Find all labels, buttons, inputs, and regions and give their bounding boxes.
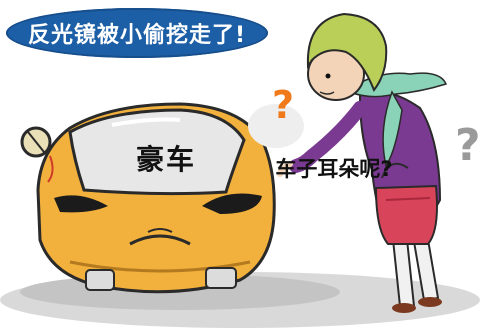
speech-text: 车子耳朵呢? <box>275 157 393 181</box>
banner-text: 反光镜被小偷挖走了! <box>27 23 247 48</box>
handbag <box>374 184 438 245</box>
hair <box>306 12 388 92</box>
car <box>20 102 276 294</box>
right-eye <box>202 193 262 214</box>
woman <box>277 12 448 313</box>
question-mark-icon: ? <box>455 120 481 171</box>
title-banner: 反光镜被小偷挖走了! <box>6 8 268 58</box>
windshield <box>68 108 246 196</box>
car-mouth <box>129 234 191 246</box>
question-mark-icon: ? <box>272 83 294 127</box>
car-label: 豪车 <box>118 133 214 183</box>
thought-bubble <box>248 104 304 148</box>
speech-caption: 车子耳朵呢? <box>262 148 406 188</box>
car-label-text: 豪车 <box>135 143 196 176</box>
left-eye <box>54 195 108 213</box>
